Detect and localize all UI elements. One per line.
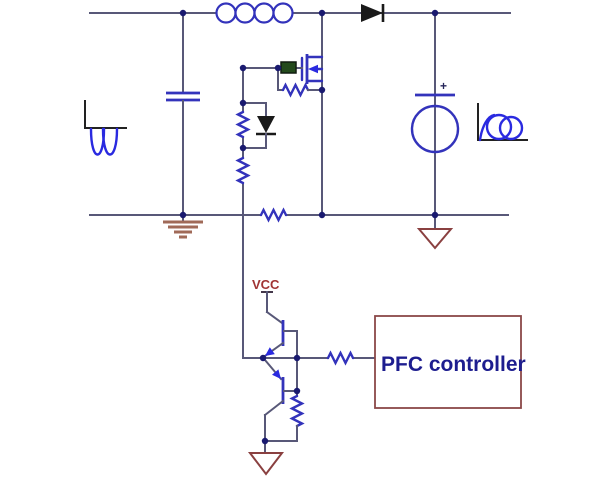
- input-waveform-icon: [84, 100, 127, 156]
- boost-inductor: [215, 2, 294, 24]
- gate-bead: [280, 61, 297, 74]
- earth-ground: [163, 214, 203, 239]
- pfc-controller-box: PFC controller: [374, 315, 526, 409]
- vcc-label: VCC: [252, 277, 280, 292]
- boost-diode: [361, 4, 385, 22]
- sense-resistor: [259, 207, 288, 223]
- output-ground: [416, 214, 454, 250]
- clamp-diode: [242, 102, 276, 149]
- vcc-pin: VCC: [252, 277, 280, 313]
- upper-divider-resistor: [235, 110, 251, 139]
- output-capacitor: +: [410, 12, 460, 216]
- pfc-controller-label: PFC controller: [381, 353, 526, 376]
- lower-divider-resistor: [235, 156, 251, 185]
- junction-dots: [179, 9, 439, 445]
- driver-ground: [247, 452, 285, 476]
- power-mosfet: [300, 54, 324, 84]
- driver-output-resistor: [326, 350, 355, 366]
- input-capacitor: [166, 12, 200, 216]
- driver-npn-transistor: [263, 310, 298, 359]
- output-waveform-icon: [477, 103, 528, 142]
- output-plus-label: +: [440, 79, 447, 93]
- driver-pnp-transistor: [263, 358, 298, 454]
